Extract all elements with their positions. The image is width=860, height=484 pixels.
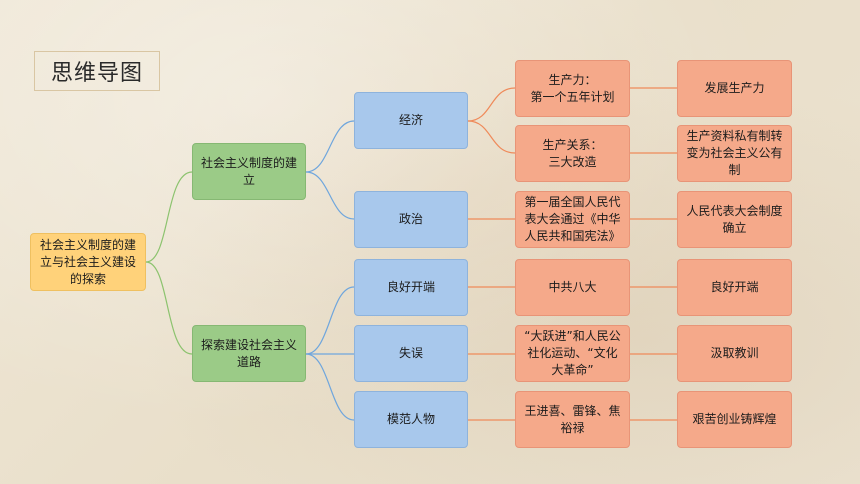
node-npc-system: 人民代表大会制度 确立 (677, 191, 792, 248)
node-system-establishment: 社会主义制度的建 立 (192, 143, 306, 200)
node-politics: 政治 (354, 191, 468, 248)
node-mistakes: 失误 (354, 325, 468, 382)
link-system-economy (305, 120, 355, 173)
node-good-start: 良好开端 (354, 259, 468, 316)
node-develop-productivity: 发展生产力 (677, 60, 792, 117)
link-economy-productivity (467, 87, 516, 122)
link-explore-goodstart (305, 286, 355, 355)
node-eighth-congress: 中共八大 (515, 259, 630, 316)
node-good-start-result: 良好开端 (677, 259, 792, 316)
node-explore-road: 探索建设社会主义 道路 (192, 325, 306, 382)
root-node: 社会主义制度的建 立与社会主义建设 的探索 (30, 233, 146, 291)
link-economy-relations (467, 120, 516, 154)
page-title: 思维导图 (34, 51, 160, 91)
link-root-system (145, 171, 193, 263)
node-models: 模范人物 (354, 391, 468, 448)
link-root-explore (145, 261, 193, 355)
node-great-leap: “大跃进”和人民公 社化运动、“文化 大革命” (515, 325, 630, 382)
node-productivity: 生产力： 第一个五年计划 (515, 60, 630, 117)
link-system-politics (305, 171, 355, 220)
node-heroes: 王进喜、雷锋、焦 裕禄 (515, 391, 630, 448)
node-hard-work: 艰苦创业铸辉煌 (677, 391, 792, 448)
node-production-relations: 生产关系： 三大改造 (515, 125, 630, 182)
node-first-npc: 第一届全国人民代 表大会通过《中华 人民共和国宪法》 (515, 191, 630, 248)
link-explore-models (305, 353, 355, 421)
node-ownership-change: 生产资料私有制转 变为社会主义公有 制 (677, 125, 792, 182)
node-lessons: 汲取教训 (677, 325, 792, 382)
node-economy: 经济 (354, 92, 468, 149)
